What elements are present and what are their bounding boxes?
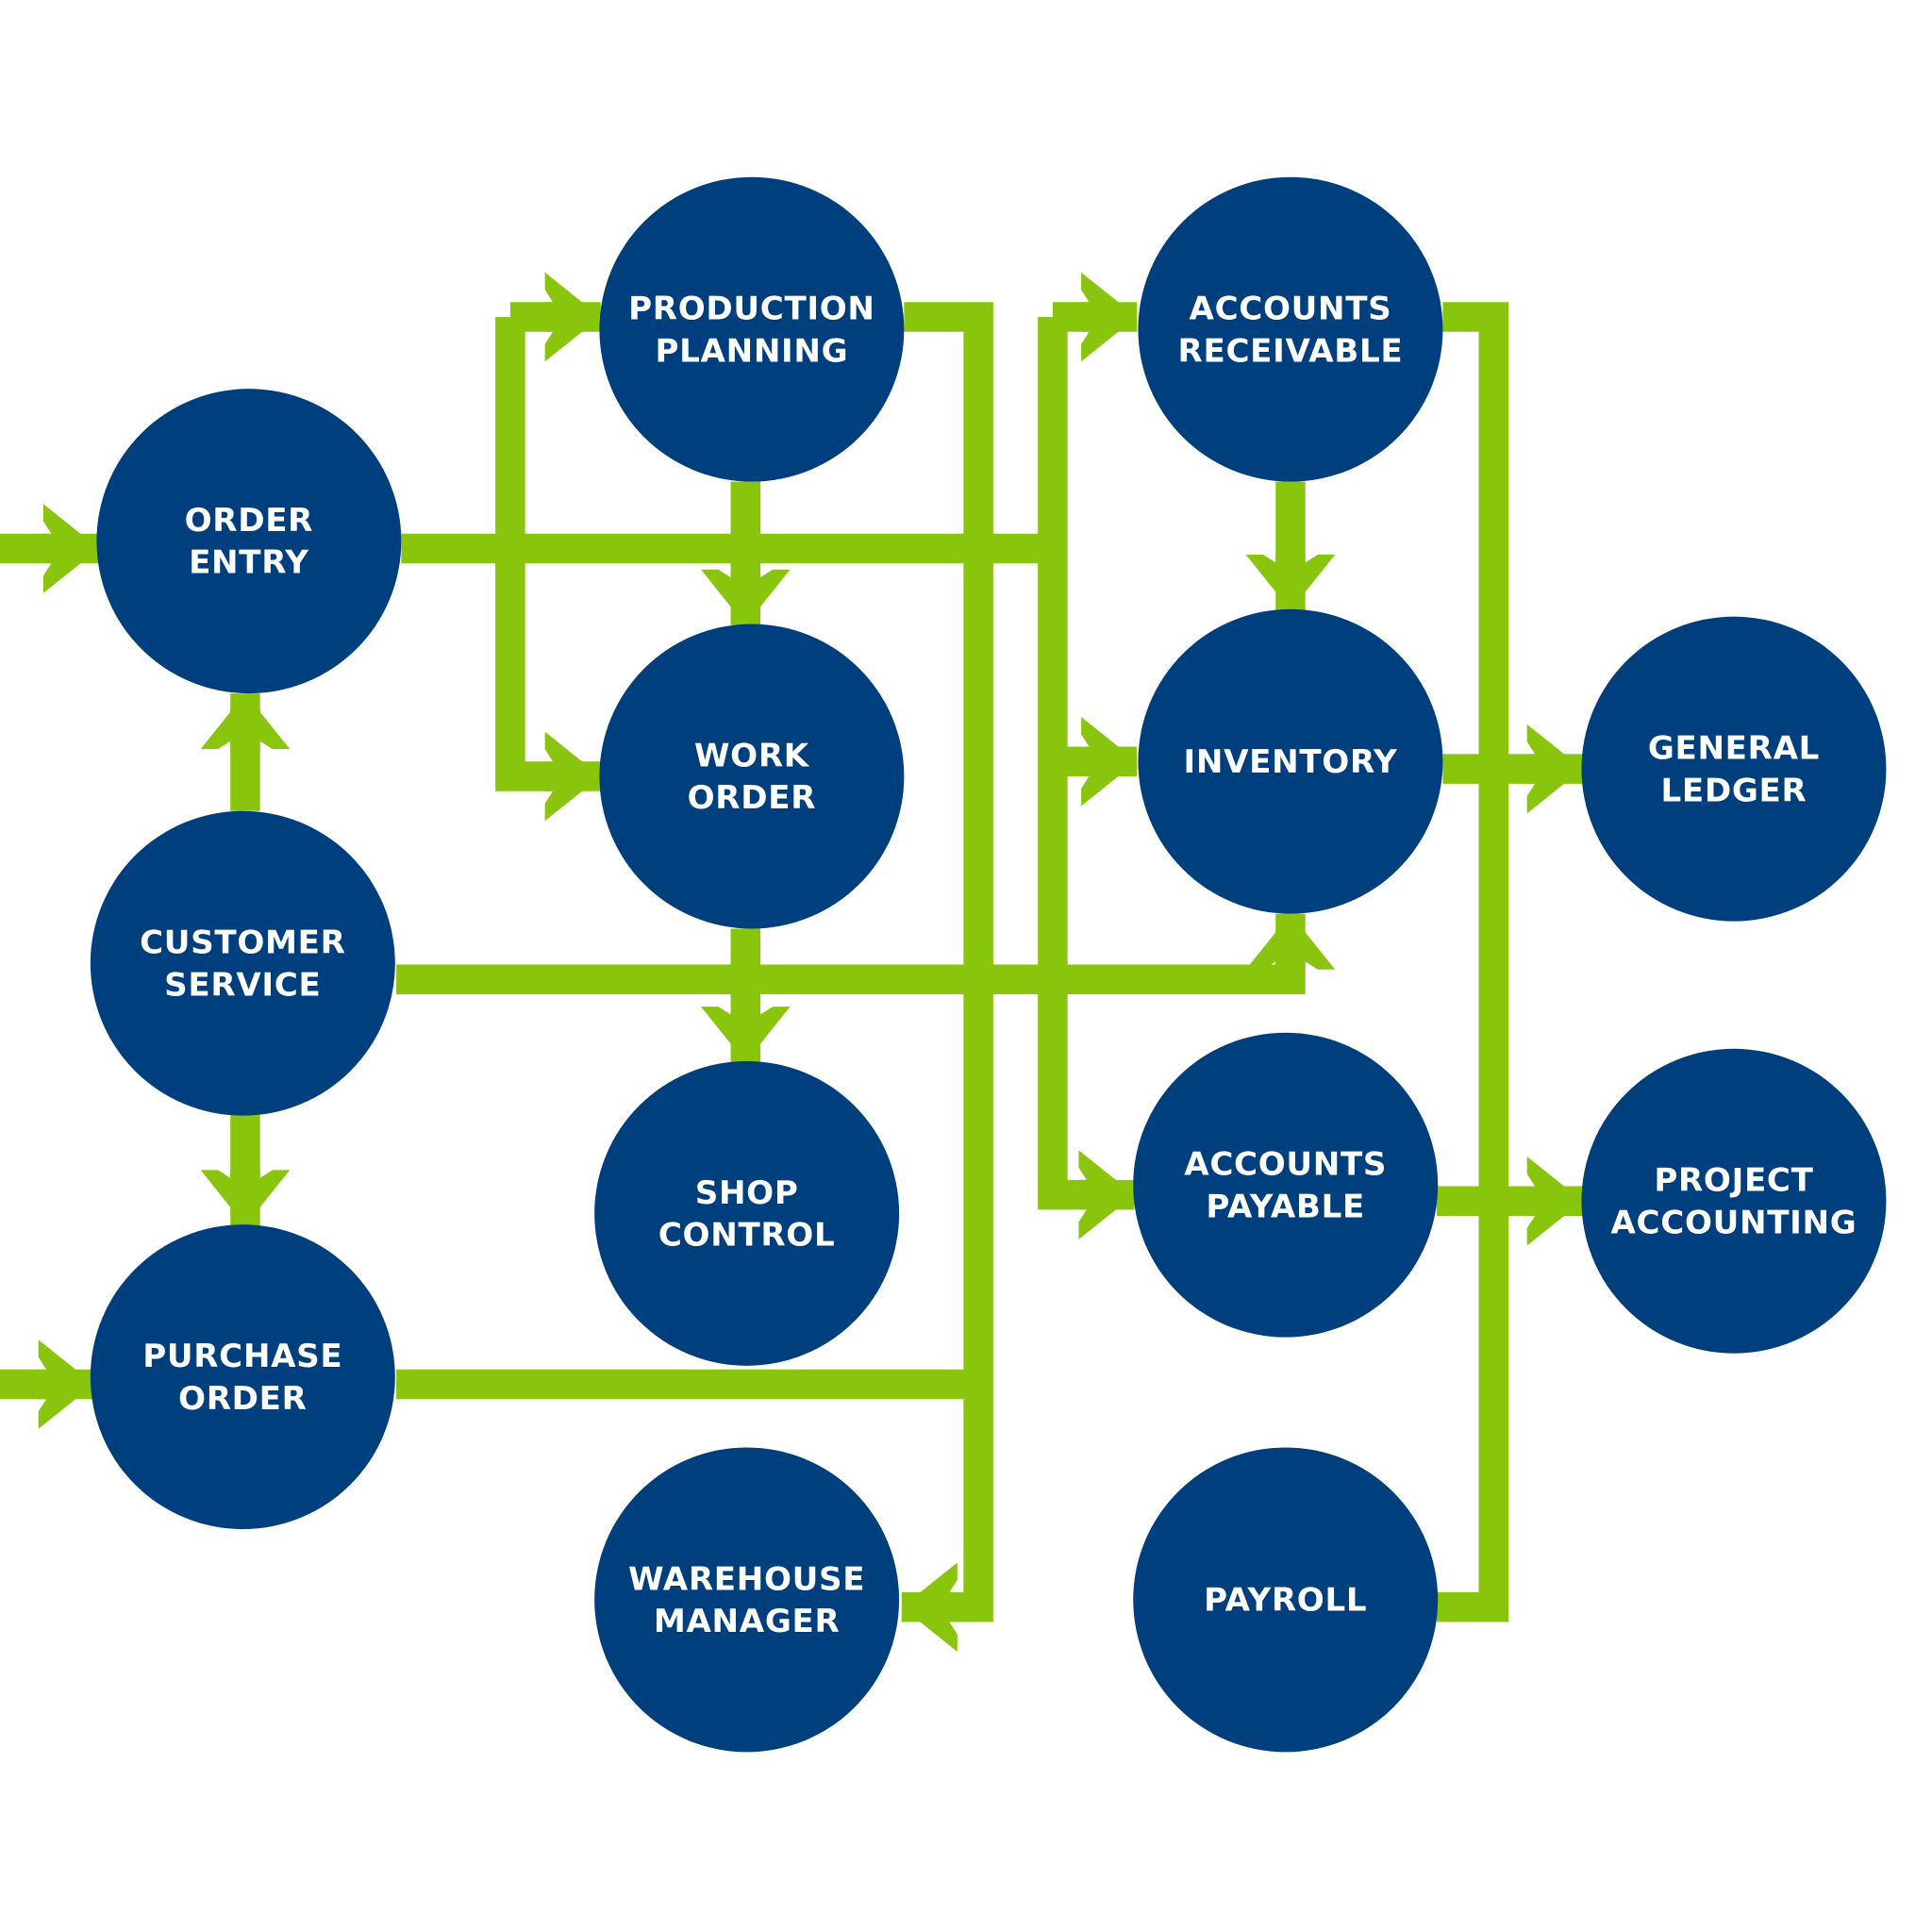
- node-circle: [599, 624, 905, 929]
- arrowhead-to-gl: [1526, 724, 1583, 814]
- node-label: SERVICE: [164, 966, 321, 1004]
- node-circle: [90, 1224, 395, 1530]
- connector-pp-wm: [901, 302, 993, 1622]
- node-circle: [594, 1447, 900, 1753]
- node-label: ACCOUNTING: [1610, 1204, 1857, 1241]
- node-general-ledger: GENERAL LEDGER: [1581, 616, 1887, 922]
- arrowhead-wo-to-sc: [701, 1006, 791, 1063]
- arrowhead-to-wm: [901, 1562, 958, 1653]
- node-shop-control: SHOP CONTROL: [594, 1060, 900, 1366]
- arrowhead-to-inv: [1081, 717, 1138, 807]
- arrowhead-to-pp: [544, 272, 601, 362]
- node-label: GENERAL: [1648, 730, 1820, 768]
- arrowheads: [38, 272, 1583, 1653]
- node-circle: [594, 1060, 900, 1366]
- node-warehouse-manager: WAREHOUSE MANAGER: [594, 1447, 900, 1753]
- node-circle: [1133, 1447, 1439, 1753]
- node-label: ENTRY: [189, 544, 309, 582]
- node-payroll: PAYROLL: [1133, 1447, 1439, 1753]
- node-label: INVENTORY: [1184, 743, 1399, 781]
- node-label: PAYABLE: [1206, 1188, 1365, 1225]
- arrowhead-cs-to-inv: [1245, 913, 1336, 970]
- node-label: ORDER: [688, 779, 816, 817]
- node-purchase-order: PURCHASE ORDER: [90, 1224, 395, 1530]
- node-label: PAYROLL: [1204, 1582, 1367, 1620]
- nodes: ORDER ENTRY CUSTOMER SERVICE PURCHASE ORDER PR…: [90, 176, 1887, 1753]
- node-order-entry: ORDER ENTRY: [96, 389, 402, 694]
- node-inventory: INVENTORY: [1138, 608, 1443, 914]
- node-circle: [1581, 1048, 1887, 1354]
- arrowhead-cs-to-oe: [200, 693, 291, 750]
- arrowhead-to-ap: [1078, 1150, 1135, 1239]
- arrowhead-to-ar: [1081, 272, 1138, 362]
- arrowhead-to-wo: [544, 731, 601, 822]
- node-circle: [599, 176, 905, 482]
- arrowhead-cs-to-po: [200, 1170, 291, 1226]
- node-label: MANAGER: [654, 1603, 841, 1640]
- node-circle: [1133, 1032, 1439, 1338]
- node-circle: [1138, 608, 1443, 914]
- connector-right-bus: [1436, 302, 1509, 1622]
- node-circle: [90, 810, 395, 1116]
- node-label: SHOP: [695, 1174, 799, 1212]
- arrowhead-pp-to-wo: [701, 569, 791, 625]
- arrowhead-ar-to-inv: [1245, 555, 1336, 611]
- node-circle: [1138, 176, 1443, 482]
- node-label: CUSTOMER: [140, 924, 345, 962]
- arrowhead-purchase-order-in: [38, 1339, 94, 1429]
- node-label: WAREHOUSE: [628, 1560, 865, 1598]
- node-customer-service: CUSTOMER SERVICE: [90, 810, 395, 1116]
- node-label: ACCOUNTS: [1184, 1146, 1387, 1184]
- node-label: RECEIVABLE: [1178, 332, 1404, 370]
- node-label: CONTROL: [658, 1216, 836, 1254]
- node-accounts-receivable: ACCOUNTS RECEIVABLE: [1138, 176, 1443, 482]
- node-project-accounting: PROJECT ACCOUNTING: [1581, 1048, 1887, 1354]
- node-label: LEDGER: [1660, 772, 1807, 809]
- node-production-planning: PRODUCTION PLANNING: [599, 176, 905, 482]
- arrowhead-to-pa: [1526, 1156, 1583, 1246]
- arrowhead-order-entry-in: [42, 504, 100, 593]
- node-label: ORDER: [185, 502, 313, 540]
- node-work-order: WORK ORDER: [599, 624, 905, 929]
- node-label: PURCHASE: [142, 1338, 342, 1375]
- node-label: WORK: [694, 738, 810, 775]
- node-label: PLANNING: [655, 332, 848, 370]
- node-accounts-payable: ACCOUNTS PAYABLE: [1133, 1032, 1439, 1338]
- node-label: ACCOUNTS: [1190, 291, 1392, 328]
- node-label: ORDER: [178, 1380, 307, 1418]
- connector-cs-inv: [396, 913, 1306, 995]
- node-circle: [96, 389, 402, 694]
- node-label: PRODUCTION: [628, 291, 875, 328]
- node-label: PROJECT: [1654, 1162, 1813, 1200]
- node-circle: [1581, 616, 1887, 922]
